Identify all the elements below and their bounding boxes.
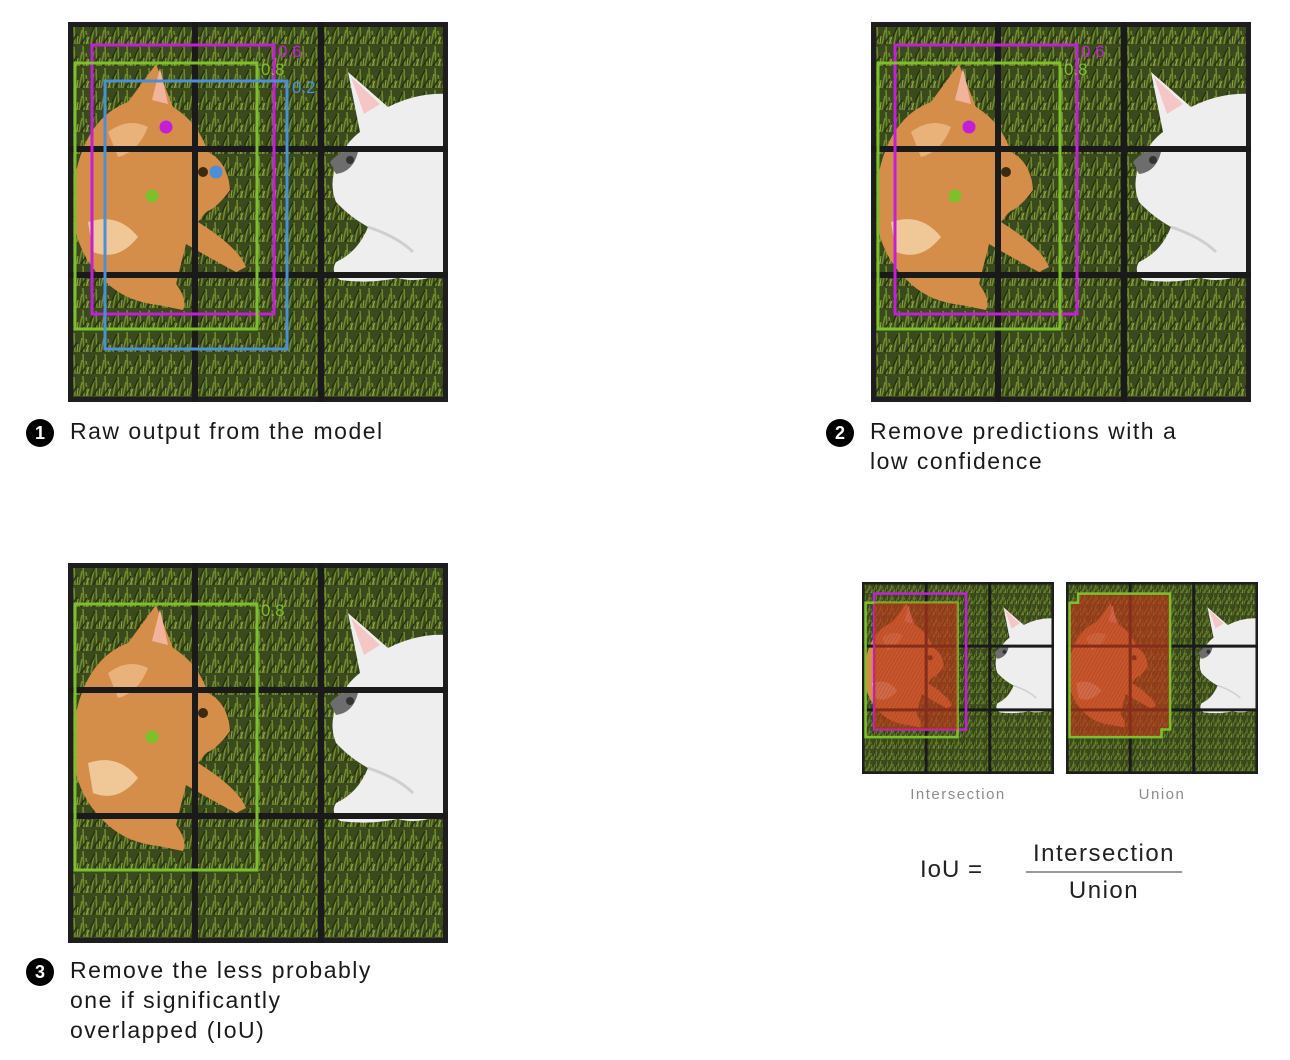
confidence-label-green: 0.8 [261,60,285,79]
intersection-area [874,602,958,730]
fraction-bar [1026,871,1182,873]
step-number-badge: 3 [26,958,54,986]
bbox-green [73,602,259,872]
iou-union-thumbnail [1066,582,1258,774]
center-dot-green [145,189,159,203]
cat-photo-grid: 0.6 0.8 [871,22,1251,404]
bbox-green [73,61,259,331]
iou-intersection-thumbnail [862,582,1054,774]
bbox-blue [103,79,289,351]
step-3-caption: Remove the less probably one if signific… [70,957,372,1043]
center-dot-blue [209,165,223,179]
step-number-badge: 2 [826,419,854,447]
center-dot-green [145,730,159,744]
center-dot-green [948,189,962,203]
bbox-magenta [893,43,1079,316]
confidence-label-blue: 0.2 [292,78,316,97]
panel-remove-overlapping: 0.8 [68,563,448,945]
center-dot-magenta [159,120,173,134]
union-area [1068,592,1172,739]
cat-photo-grid: 0.8 [68,563,448,945]
confidence-label-green: 0.8 [261,601,285,620]
union-caption: Union [1138,786,1186,803]
panel-remove-low-confidence: 0.6 0.8 [871,22,1251,404]
confidence-label-magenta: 0.6 [278,42,302,61]
confidence-label-magenta: 0.6 [1081,42,1105,61]
step-2: 2 Remove predictions with a low confiden… [826,416,1177,476]
cat-photo-grid-small [862,582,1054,774]
bbox-magenta [90,43,276,316]
step-1: 1 Raw output from the model [26,416,384,447]
confidence-label-green: 0.8 [1064,60,1088,79]
step-1-caption: Raw output from the model [70,418,384,444]
step-number-badge: 1 [26,419,54,447]
panel-raw-output: 0.6 0.8 0.2 [68,22,448,404]
intersection-caption: Intersection [910,786,1006,803]
iou-formula-numerator: Intersection [1032,840,1176,867]
bbox-green [864,601,959,739]
bbox-green [876,61,1062,331]
iou-formula-lhs: IoU = [920,856,984,883]
iou-formula-denominator: Union [1068,877,1140,904]
cat-photo-grid-small [1066,582,1258,774]
center-dot-magenta [962,120,976,134]
step-2-caption: Remove predictions with a low confidence [870,418,1178,474]
cat-photo-grid: 0.6 0.8 0.2 [68,22,448,404]
step-3: 3 Remove the less probably one if signif… [26,955,372,1045]
iou-formula: IoU = Intersection Union [920,840,1220,910]
